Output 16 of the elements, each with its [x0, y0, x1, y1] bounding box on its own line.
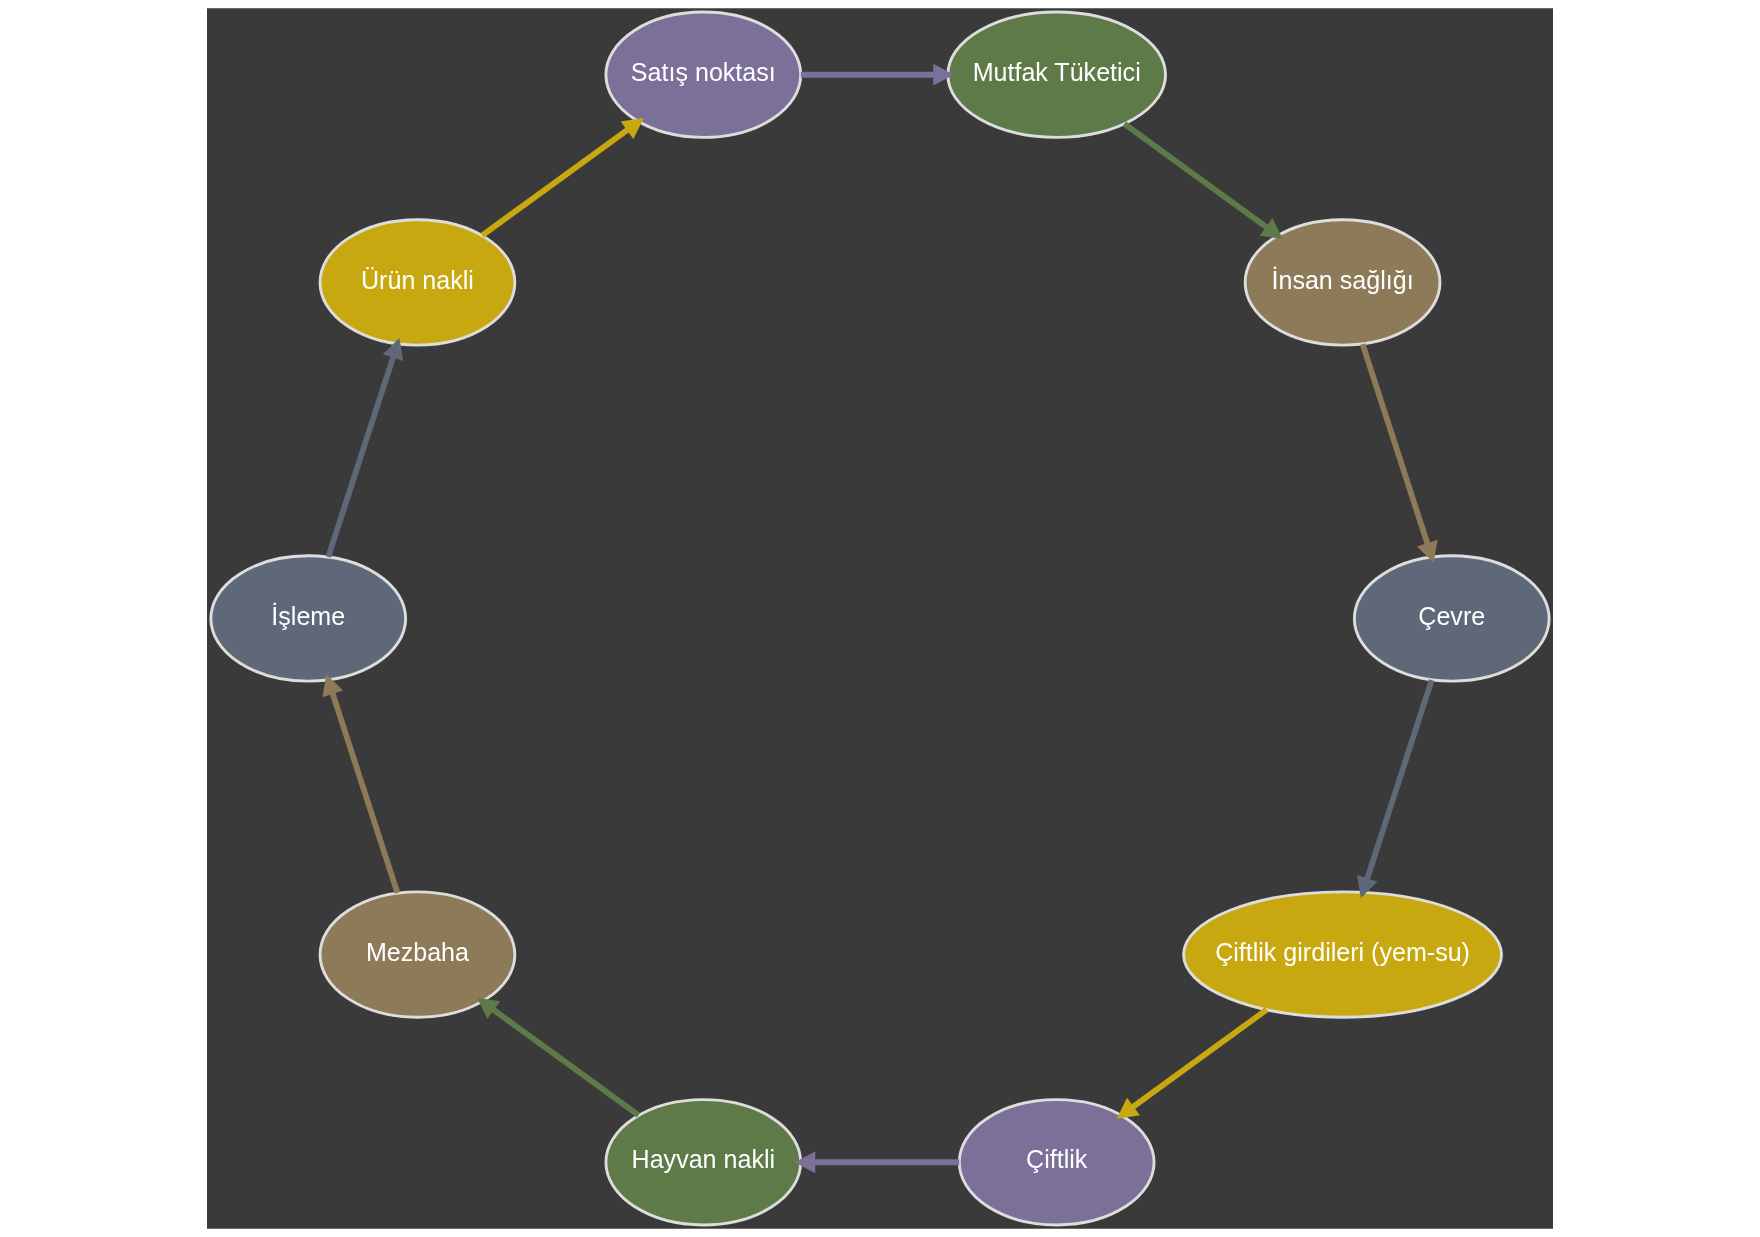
node-ellipse: Hayvan nakli	[604, 1098, 803, 1227]
arrow	[477, 997, 641, 1118]
arrow	[1356, 679, 1435, 899]
node-ellipse: Ürün nakli	[318, 218, 517, 347]
node-ellipse: İşleme	[209, 554, 408, 683]
arrow	[794, 1151, 960, 1174]
arrow	[1359, 343, 1438, 563]
arrow	[325, 338, 404, 558]
node-ellipse: Çevre	[1352, 554, 1551, 683]
arrow	[480, 118, 644, 238]
arrow	[800, 63, 954, 86]
node-ellipse: Mutfak Tüketici	[946, 10, 1167, 139]
node-ellipse: Çiftlik girdileri (yem-su)	[1182, 890, 1503, 1019]
arrow	[1122, 121, 1283, 239]
arrow	[322, 674, 401, 894]
arrow	[1116, 1007, 1269, 1119]
